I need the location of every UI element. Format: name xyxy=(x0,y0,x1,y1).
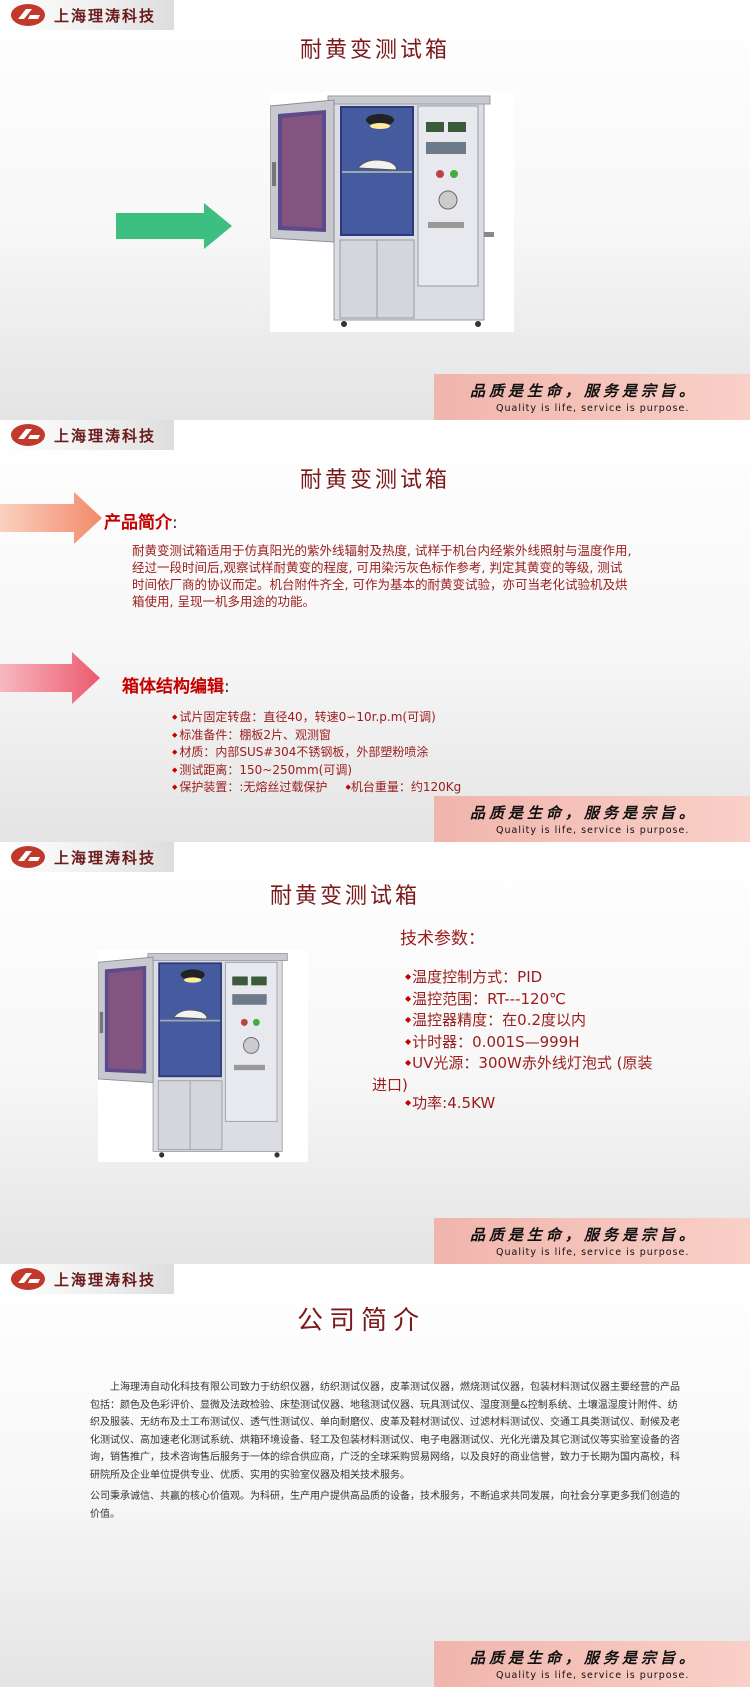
logo-text: 上海理涛科技 xyxy=(54,6,157,25)
footer-slogan-banner: 品质是生命，服务是宗旨。 Quality is life, service is… xyxy=(434,1641,750,1687)
page-title: 耐黄变测试箱 xyxy=(299,468,450,493)
logo-mark-icon xyxy=(11,846,45,868)
intro-colon: : xyxy=(172,513,178,533)
product-photo-yellowing-tester xyxy=(97,950,308,1162)
slogan-en: Quality is life, service is purpose. xyxy=(496,1670,690,1681)
slogan-en: Quality is life, service is purpose. xyxy=(496,825,690,836)
slide-tech-params: 上海理涛科技 耐黄变测试箱 xyxy=(0,842,750,1264)
logo-text: 上海理涛科技 xyxy=(54,426,157,445)
list-item: 温度控制方式：PID xyxy=(405,968,705,990)
footer-slogan-banner: 品质是生命，服务是宗旨。 Quality is life, service is… xyxy=(434,796,750,842)
slogan-cn: 品质是生命，服务是宗旨。 xyxy=(470,382,699,400)
list-item: 功率:4.5KW xyxy=(405,1094,705,1116)
right-arrow-icon xyxy=(116,203,232,249)
spec-protection: 保护装置：:无熔丝过载保护 xyxy=(179,780,328,794)
logo-text: 上海理涛科技 xyxy=(54,1270,157,1289)
product-photo-yellowing-tester xyxy=(269,92,514,332)
logo-mark-icon xyxy=(11,4,45,26)
intro-label: 产品简介 xyxy=(104,513,172,533)
company-paragraph-1: 上海理涛自动化科技有限公司致力于纺织仪器，纺织测试仪器，皮革测试仪器，燃烧测试仪… xyxy=(90,1382,680,1481)
param-uv-continuation: 进口) xyxy=(372,1075,408,1094)
company-paragraph-2: 公司秉承诚信、共赢的核心价值观。为科研，生产用户提供高品质的设备，技术服务，不断… xyxy=(90,1491,680,1520)
page-title: 公司简介 xyxy=(296,1306,425,1336)
company-logo: 上海理涛科技 xyxy=(0,842,174,872)
list-item: 测试距离：150~250mm(可调) xyxy=(172,763,461,781)
page-title: 耐黄变测试箱 xyxy=(299,38,450,63)
slogan-en: Quality is life, service is purpose. xyxy=(496,1247,690,1258)
page-title: 耐黄变测试箱 xyxy=(269,884,420,909)
company-logo: 上海理涛科技 xyxy=(0,0,174,30)
structure-heading: 箱体结构编辑: xyxy=(122,672,230,697)
slogan-en: Quality is life, service is purpose. xyxy=(496,403,690,414)
structure-spec-list: 试片固定转盘：直径40，转速0∽10r.p.m(可调) 标准备件：棚板2片、观测… xyxy=(172,710,461,798)
intro-paragraph: 耐黄变测试箱适用于仿真阳光的紫外线辐射及热度, 试样于机台内经紫外线照射与温度作… xyxy=(132,543,632,609)
list-item: 温控范围：RT---120℃ xyxy=(405,990,705,1012)
slogan-cn: 品质是生命，服务是宗旨。 xyxy=(470,1226,699,1244)
footer-slogan-banner: 品质是生命，服务是宗旨。 Quality is life, service is… xyxy=(434,1218,750,1264)
company-logo: 上海理涛科技 xyxy=(0,1264,174,1294)
right-arrow-icon xyxy=(0,492,102,544)
list-item: 温控器精度：在0.2度以内 xyxy=(405,1011,705,1033)
right-arrow-icon xyxy=(0,652,100,704)
list-item: 试片固定转盘：直径40，转速0∽10r.p.m(可调) xyxy=(172,710,461,728)
structure-label: 箱体结构编辑 xyxy=(122,677,224,697)
list-item: 标准备件：棚板2片、观测窗 xyxy=(172,728,461,746)
logo-mark-icon xyxy=(11,424,45,446)
slide-company-profile: 上海理涛科技 公司简介 上海理涛自动化科技有限公司致力于纺织仪器，纺织测试仪器，… xyxy=(0,1264,750,1687)
footer-slogan-banner: 品质是生命，服务是宗旨。 Quality is life, service is… xyxy=(434,374,750,420)
slide-product-photo: 上海理涛科技 耐黄变测试箱 xyxy=(0,0,750,420)
company-logo: 上海理涛科技 xyxy=(0,420,174,450)
param-uv-source: UV光源：300W赤外线灯泡式 (原装 xyxy=(412,1054,653,1072)
intro-heading: 产品简介: xyxy=(104,508,178,533)
logo-text: 上海理涛科技 xyxy=(54,848,157,867)
company-profile-text: 上海理涛自动化科技有限公司致力于纺织仪器，纺织测试仪器，皮革测试仪器，燃烧测试仪… xyxy=(90,1379,684,1527)
spec-weight: 机台重量：约120Kg xyxy=(350,780,462,794)
logo-mark-icon xyxy=(11,1268,45,1290)
list-item: 计时器：0.001S—999H xyxy=(405,1033,705,1055)
tech-params-list: 温度控制方式：PID 温控范围：RT---120℃ 温控器精度：在0.2度以内 … xyxy=(372,968,705,1116)
list-item: 保护装置：:无熔丝过载保护◆机台重量：约120Kg xyxy=(172,780,461,798)
structure-colon: : xyxy=(224,677,230,697)
tech-params-heading: 技术参数： xyxy=(400,929,485,949)
list-item: 材质：内部SUS#304不锈钢板，外部塑粉喷涂 xyxy=(172,745,461,763)
slide-product-intro: 上海理涛科技 耐黄变测试箱 产品简介: 耐黄变测试箱适用于仿真阳光的紫外线辐射及… xyxy=(0,420,750,842)
slogan-cn: 品质是生命，服务是宗旨。 xyxy=(470,1649,699,1667)
slogan-cn: 品质是生命，服务是宗旨。 xyxy=(470,804,699,822)
